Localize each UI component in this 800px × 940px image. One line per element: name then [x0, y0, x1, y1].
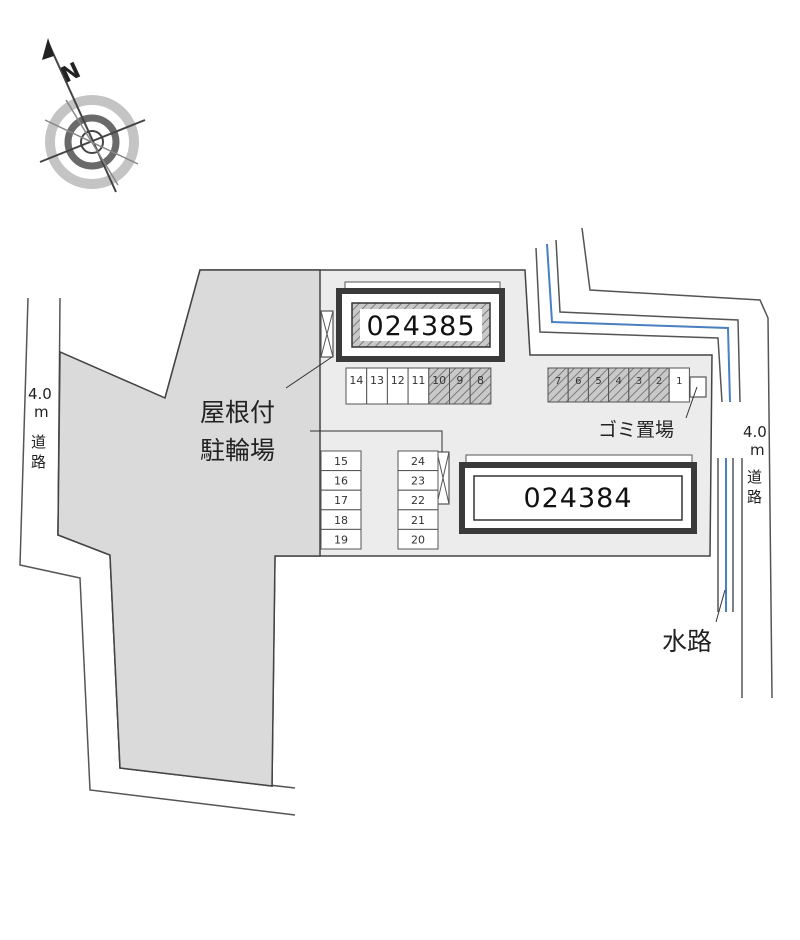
road-right-unit: m: [750, 441, 765, 459]
parking-column-left: 15 16 17 18 19: [320, 450, 362, 550]
garbage-area-box: [689, 376, 707, 398]
building-024384: 024384: [459, 454, 697, 534]
parking-space-number: 17: [334, 494, 348, 507]
waterway-line-1: [535, 247, 723, 403]
parking-column-right: 24 23 22 21 20: [397, 450, 439, 550]
parking-space-number: 9: [456, 374, 463, 387]
compass-north-label: N: [57, 58, 84, 88]
parking-space-number: 23: [411, 475, 425, 488]
parking-row-top-left: 14 13 12 11 10 9 8: [345, 367, 492, 405]
parking-space-number: 3: [636, 376, 642, 387]
building-id-024385: 024385: [366, 311, 475, 342]
left-road-outer-line: [19, 297, 296, 816]
road-right-label: 4.0 m 道 路: [743, 423, 767, 506]
parking-space-number: 15: [334, 455, 348, 468]
compass-icon: N: [39, 38, 146, 193]
parking-space-number: 11: [411, 374, 425, 387]
parking-space-number: 21: [411, 514, 425, 527]
parking-space: [320, 528, 362, 550]
parking-space-number: 13: [370, 374, 384, 387]
road-left-char2: 路: [31, 453, 46, 471]
bike-parking-label-line2: 駐輪場: [200, 436, 275, 465]
road-left-char1: 道: [31, 433, 46, 451]
building-024385: 024385: [336, 281, 505, 362]
parking-space-number: 12: [391, 374, 405, 387]
road-left-label: 4.0 m 道 路: [28, 385, 52, 471]
parking-space-number: 22: [411, 494, 425, 507]
road-left-unit: m: [34, 403, 49, 421]
bike-parking-marker-top: [320, 310, 334, 358]
parking-space-number: 5: [595, 376, 601, 387]
parking-space-number: 4: [616, 376, 622, 387]
garbage-label: ゴミ置場: [598, 419, 674, 441]
parking-space-number: 16: [334, 475, 348, 488]
bike-leader-line-1: [285, 356, 333, 389]
parking-space-number: 8: [477, 374, 484, 387]
parking-space: [397, 528, 439, 550]
right-road-outer-line: [581, 227, 773, 699]
parking-space-number: 2: [656, 376, 662, 387]
site-area-west: [57, 269, 321, 787]
road-right-width: 4.0: [743, 423, 767, 441]
waterway-line-3: [555, 239, 741, 403]
parking-space-number: 7: [555, 376, 561, 387]
bike-parking-marker-mid: [436, 451, 450, 505]
parking-row-top-right: 7 6 5 4 3 2 1: [547, 367, 690, 403]
garbage-leader-line: [685, 386, 698, 419]
road-right-char2: 路: [747, 488, 762, 506]
parking-space-number: 14: [349, 374, 363, 387]
parking-space: [469, 367, 492, 405]
waterway-label: 水路: [662, 627, 712, 656]
waterway-line-2: [546, 243, 731, 403]
parking-space-number: 1: [676, 376, 682, 387]
parking-space-number: 18: [334, 514, 348, 527]
road-left-width: 4.0: [28, 385, 52, 403]
road-right-char1: 道: [747, 468, 762, 486]
building-id-024384: 024384: [523, 483, 632, 514]
bike-parking-label-line1: 屋根付: [200, 398, 275, 427]
parking-space-number: 10: [432, 374, 446, 387]
bike-leader-line-2: [310, 430, 443, 452]
waterway-leader-line: [715, 589, 726, 623]
parking-space-number: 6: [575, 376, 581, 387]
parking-space-number: 19: [334, 533, 348, 546]
parking-space-number: 20: [411, 533, 425, 546]
parking-space-number: 24: [411, 455, 425, 468]
